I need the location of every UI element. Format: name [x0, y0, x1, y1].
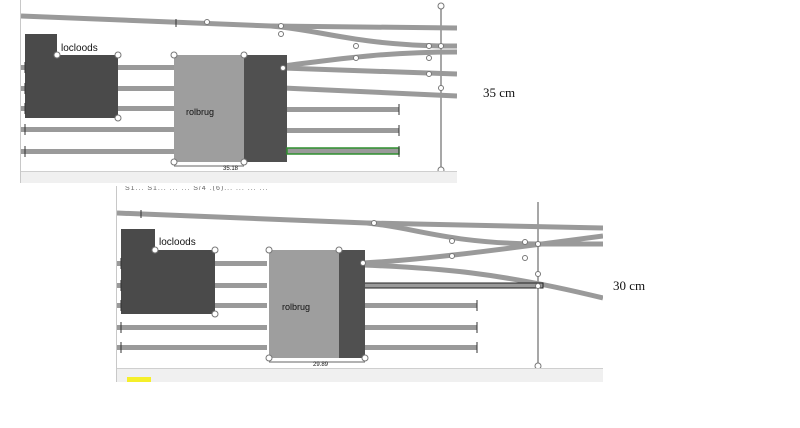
depot-handle[interactable]: [53, 51, 61, 59]
layout-view-30cm: S1... S1... ... ... S/4 .(6)... ... ... …: [116, 186, 603, 382]
depot-handle[interactable]: [114, 114, 122, 122]
track-joints: [120, 210, 478, 353]
stub-track[interactable]: [287, 107, 399, 112]
track-joints: [24, 19, 400, 157]
turntable-handle[interactable]: [170, 51, 178, 59]
selected-track[interactable]: [362, 282, 544, 289]
dimension-value: 35.18: [223, 166, 239, 172]
length-annotation-35: 35 cm: [483, 85, 516, 100]
turntable-handle[interactable]: [335, 246, 343, 254]
selected-stub-track[interactable]: [286, 147, 400, 155]
layout-view-35cm: locloods rolbrug 35.18: [20, 0, 457, 183]
dimension-value: 29.89: [313, 362, 329, 368]
stub-track[interactable]: [287, 128, 399, 133]
main-track[interactable]: [21, 13, 457, 49]
turntable-handle[interactable]: [265, 354, 273, 362]
depot-handle[interactable]: [114, 51, 122, 59]
depot-track[interactable]: [117, 345, 267, 350]
stub-track[interactable]: [365, 303, 477, 308]
boundary-handle[interactable]: [437, 2, 445, 10]
depot-label: locloods: [159, 237, 196, 248]
main-track[interactable]: [270, 23, 457, 31]
status-bar: [21, 171, 457, 183]
turntable-platform[interactable]: [269, 250, 339, 358]
siding-track[interactable]: [282, 65, 457, 77]
highlight-marker: [127, 377, 151, 382]
main-track[interactable]: [366, 220, 603, 231]
turntable-handle[interactable]: [265, 246, 273, 254]
joint-handles[interactable]: [360, 220, 541, 289]
lower-track[interactable]: [282, 85, 457, 99]
stub-track[interactable]: [365, 345, 477, 350]
depot-track[interactable]: [21, 149, 174, 154]
stub-track[interactable]: [365, 325, 477, 330]
depot-building[interactable]: [121, 229, 215, 314]
turntable-handle[interactable]: [240, 51, 248, 59]
track-plan-canvas[interactable]: locloods rolbrug 29.89: [117, 186, 603, 382]
turntable-platform[interactable]: [174, 55, 244, 162]
depot-track[interactable]: [117, 325, 267, 330]
depot-handle[interactable]: [211, 246, 219, 254]
status-bar: [117, 368, 603, 382]
turntable-label: rolbrug: [282, 302, 310, 312]
turntable-pit[interactable]: [244, 55, 287, 162]
turntable-handle[interactable]: [170, 158, 178, 166]
turntable-pit[interactable]: [339, 250, 365, 358]
length-annotation-30: 30 cm: [613, 278, 646, 293]
turntable-label: rolbrug: [186, 107, 214, 117]
depot-handle[interactable]: [211, 310, 219, 318]
turntable-handle[interactable]: [240, 158, 248, 166]
depot-building[interactable]: [25, 34, 118, 118]
clipped-toolbar-text: S1... S1... ... ... S/4 .(6)... ... ... …: [125, 186, 269, 191]
depot-label: locloods: [61, 43, 98, 54]
siding-track[interactable]: [362, 262, 603, 301]
track-plan-canvas[interactable]: locloods rolbrug 35.18: [21, 0, 457, 183]
depot-handle[interactable]: [151, 246, 159, 254]
depot-track[interactable]: [21, 127, 174, 132]
turntable-handle[interactable]: [361, 354, 369, 362]
siding-track[interactable]: [282, 49, 457, 69]
joint-handles[interactable]: [204, 19, 444, 91]
